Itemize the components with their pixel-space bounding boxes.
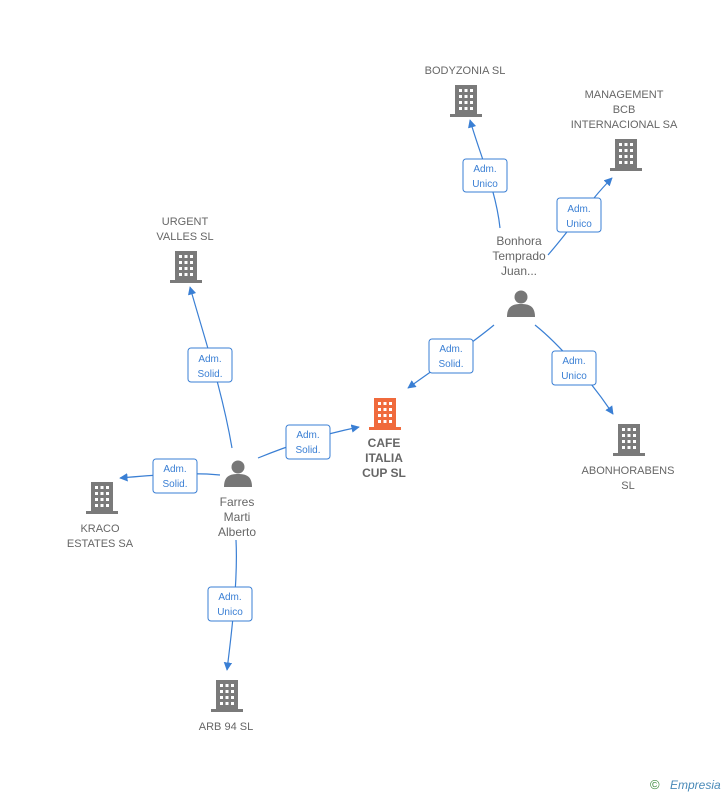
- building-icon: [613, 424, 645, 456]
- svg-text:Adm.: Adm.: [473, 164, 496, 175]
- brand-logo: © Empresia: [650, 777, 721, 792]
- svg-text:Unico: Unico: [566, 219, 592, 230]
- svg-text:SL: SL: [621, 480, 634, 492]
- svg-text:URGENT: URGENT: [162, 216, 209, 228]
- svg-text:Juan...: Juan...: [501, 264, 537, 278]
- svg-text:Bonhora: Bonhora: [496, 234, 542, 248]
- building-icon: [86, 482, 118, 514]
- svg-text:BODYZONIA SL: BODYZONIA SL: [425, 65, 506, 77]
- svg-text:Solid.: Solid.: [197, 369, 222, 380]
- building-icon: [450, 85, 482, 117]
- person-node-bonhora[interactable]: Bonhora Temprado Juan...: [492, 234, 546, 317]
- svg-text:Marti: Marti: [224, 510, 251, 524]
- svg-text:ABONHORABENS: ABONHORABENS: [582, 465, 675, 477]
- svg-text:Unico: Unico: [561, 371, 587, 382]
- relation-label-farres-arb: Adm. Unico: [207, 586, 253, 622]
- svg-text:ARB 94 SL: ARB 94 SL: [199, 721, 253, 733]
- company-node-bodyzonia[interactable]: BODYZONIA SL: [425, 65, 506, 117]
- brand-name: Empresia: [670, 778, 721, 792]
- svg-text:Unico: Unico: [472, 179, 498, 190]
- company-node-arb[interactable]: ARB 94 SL: [199, 680, 253, 733]
- svg-text:CAFE: CAFE: [368, 436, 401, 450]
- copyright-symbol: ©: [650, 777, 660, 792]
- svg-text:Adm.: Adm.: [198, 354, 221, 365]
- relation-label-bonhora-bodyzonia: Adm. Unico: [462, 158, 508, 193]
- relation-label-bonhora-abonhorabens: Adm. Unico: [551, 350, 597, 386]
- person-icon: [224, 460, 252, 487]
- company-node-urgent[interactable]: URGENT VALLES SL: [156, 216, 214, 283]
- svg-text:Farres: Farres: [220, 495, 255, 509]
- building-icon: [170, 251, 202, 283]
- relation-label-farres-urgent: Adm. Solid.: [187, 347, 233, 383]
- svg-text:Adm.: Adm.: [218, 592, 241, 603]
- svg-text:CUP SL: CUP SL: [362, 466, 406, 480]
- person-node-farres[interactable]: Farres Marti Alberto: [218, 460, 256, 540]
- svg-text:ESTATES SA: ESTATES SA: [67, 538, 134, 550]
- svg-text:Adm.: Adm.: [439, 344, 462, 355]
- company-node-kraco[interactable]: KRACO ESTATES SA: [67, 482, 134, 550]
- svg-text:Solid.: Solid.: [295, 445, 320, 456]
- svg-text:Adm.: Adm.: [296, 430, 319, 441]
- svg-text:Adm.: Adm.: [562, 356, 585, 367]
- relation-label-farres-cafe: Adm. Solid.: [285, 424, 331, 460]
- svg-text:INTERNACIONAL SA: INTERNACIONAL SA: [571, 119, 678, 131]
- building-icon: [211, 680, 243, 712]
- svg-text:BCB: BCB: [613, 104, 636, 116]
- company-node-management[interactable]: MANAGEMENT BCB INTERNACIONAL SA: [571, 89, 678, 171]
- svg-text:VALLES SL: VALLES SL: [156, 231, 213, 243]
- svg-text:ITALIA: ITALIA: [365, 451, 403, 465]
- svg-text:KRACO: KRACO: [80, 523, 120, 535]
- svg-text:Solid.: Solid.: [438, 359, 463, 370]
- svg-text:Unico: Unico: [217, 607, 243, 618]
- company-node-abonhorabens[interactable]: ABONHORABENS SL: [582, 424, 675, 492]
- svg-text:Solid.: Solid.: [162, 479, 187, 490]
- relation-label-farres-kraco: Adm. Solid.: [152, 458, 198, 494]
- edges: [119, 119, 614, 671]
- person-icon: [507, 290, 535, 317]
- relation-label-bonhora-management: Adm. Unico: [556, 197, 602, 233]
- building-icon: [369, 398, 401, 430]
- svg-text:Alberto: Alberto: [218, 525, 256, 539]
- svg-text:MANAGEMENT: MANAGEMENT: [585, 89, 664, 101]
- svg-text:Temprado: Temprado: [492, 249, 546, 263]
- relation-label-bonhora-cafe: Adm. Solid.: [428, 338, 474, 374]
- svg-text:Adm.: Adm.: [163, 464, 186, 475]
- svg-text:Adm.: Adm.: [567, 204, 590, 215]
- building-icon: [610, 139, 642, 171]
- company-node-cafe[interactable]: CAFE ITALIA CUP SL: [362, 398, 406, 480]
